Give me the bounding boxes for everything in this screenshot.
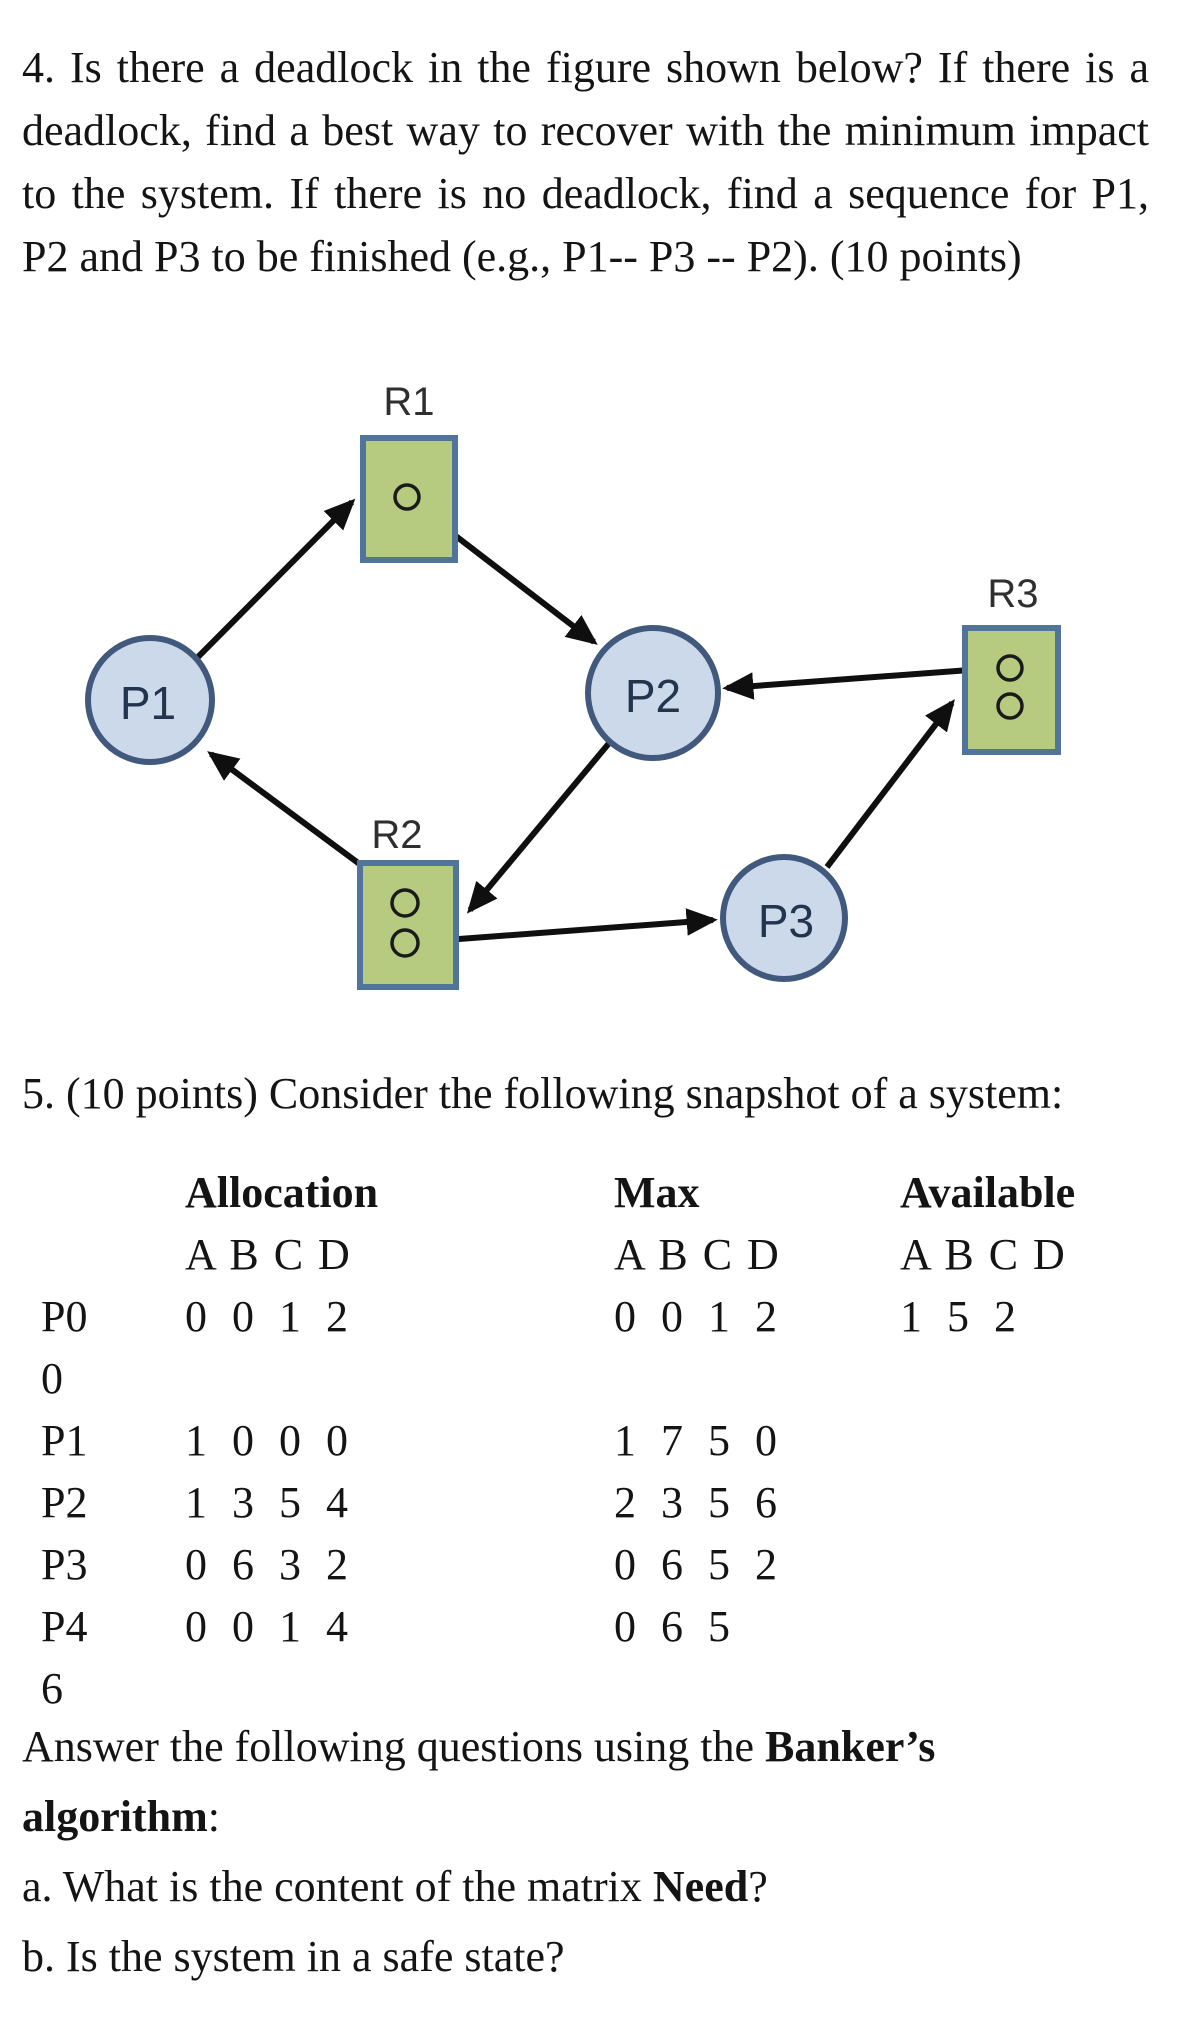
process-circle-P3 (720, 854, 848, 982)
col-header-allocation: Allocation (185, 1168, 379, 1217)
table-row: P3 0 6 3 2 0 6 5 2 (22, 1534, 1075, 1596)
resource-node-R3: R3 (962, 572, 1061, 755)
available-cell (900, 1348, 1075, 1410)
resource-node-R1: R1 (360, 380, 458, 563)
question-a-text: a. What is the content of the matrix (22, 1862, 653, 1911)
resource-label-R1: R1 (383, 380, 434, 424)
resource-box-R3 (962, 625, 1061, 755)
edge-request-P3-R3 (824, 699, 955, 869)
allocation-cell: 0 0 1 2 (185, 1292, 348, 1341)
row-label: 0 (41, 1354, 63, 1403)
max-cell (614, 1658, 900, 1720)
table-header-row: Allocation Max Available (22, 1162, 1075, 1224)
resource-box-R2 (357, 860, 459, 990)
allocation-cell: 0 0 1 4 (185, 1602, 348, 1651)
allocation-cell: 1 3 5 4 (185, 1478, 348, 1527)
allocation-cell (185, 1658, 614, 1720)
table-row: P0 0 0 1 2 0 0 1 2 1 5 2 (22, 1286, 1075, 1348)
resource-instance-icon (390, 888, 420, 918)
resource-instance-icon (996, 692, 1024, 720)
edge-request-P2-R2 (466, 740, 613, 914)
table-cell (41, 1224, 185, 1286)
available-cell (900, 1410, 1075, 1472)
banker-instruction: Answer the following questions using the… (22, 1712, 1119, 1852)
process-circle-P2 (585, 625, 721, 761)
resource-node-R2: R2 (357, 813, 459, 990)
allocation-cell: 0 6 3 2 (185, 1540, 348, 1589)
table-row: P4 0 0 1 4 0 6 5 (22, 1596, 1075, 1658)
process-circle-P1 (85, 635, 215, 765)
available-cell (900, 1596, 1075, 1658)
process-node-P3: P3 (720, 854, 848, 982)
max-cell (614, 1348, 900, 1410)
max-cell: 2 3 5 6 (614, 1478, 777, 1527)
resource-allocation-graph: R1 R2 R3 P1 P2 P3 (85, 380, 1061, 990)
resource-instance-icon (996, 654, 1024, 682)
table-subheader-row: A B C D A B C D A B C D (22, 1224, 1075, 1286)
bankers-algorithm-bold: Banker’s algorithm (22, 1722, 936, 1841)
table-row: P2 1 3 5 4 2 3 5 6 (22, 1472, 1075, 1534)
available-cell: 1 5 2 (900, 1292, 1016, 1341)
snapshot-table: Allocation Max Available A B C D A B C D… (22, 1162, 1075, 1720)
table-row: 6 (22, 1658, 1075, 1720)
available-cell (900, 1534, 1075, 1596)
col-header-available: Available (900, 1168, 1076, 1217)
resource-instance-icon (393, 483, 421, 511)
edge-assign-R2-P3 (418, 908, 718, 945)
table-row: P1 1 0 0 0 1 7 5 0 (22, 1410, 1075, 1472)
bottom-questions: Answer the following questions using the… (22, 1712, 1119, 1992)
row-label: P4 (41, 1602, 88, 1651)
row-label: P3 (41, 1540, 88, 1589)
resource-label-R3: R3 (987, 572, 1038, 616)
row-label: P1 (41, 1416, 88, 1465)
row-label: P2 (41, 1478, 88, 1527)
max-cell: 0 6 5 (614, 1602, 730, 1651)
row-label: 6 (41, 1664, 63, 1713)
allocation-cell: 1 0 0 0 (185, 1416, 348, 1465)
question4-text: 4. Is there a deadlock in the figure sho… (22, 43, 1149, 281)
process-label-P3: P3 (758, 895, 814, 947)
resource-label-R2: R2 (371, 813, 422, 857)
max-cell: 0 6 5 2 (614, 1540, 777, 1589)
resource-instance-icon (390, 928, 420, 958)
row-label: P0 (41, 1292, 88, 1341)
abcd-header: A B C D (614, 1230, 779, 1279)
question-b: b. Is the system in a safe state? (22, 1932, 565, 1981)
edge-assign-R3-P2 (722, 665, 998, 700)
abcd-header: A B C D (900, 1230, 1065, 1279)
table-cell (41, 1162, 185, 1224)
question5-title: 5. (10 points) Consider the following sn… (22, 1069, 1064, 1118)
table-row: 0 (22, 1348, 1075, 1410)
process-label-P2: P2 (625, 670, 681, 722)
max-cell: 1 7 5 0 (614, 1416, 777, 1465)
abcd-header: A B C D (185, 1230, 350, 1279)
need-bold: Need (652, 1862, 749, 1911)
instruction-colon: : (207, 1792, 220, 1841)
col-header-max: Max (614, 1168, 700, 1217)
instruction-text: Answer the following questions using the (22, 1722, 766, 1771)
resource-box-R1 (360, 435, 458, 563)
question-a-mark: ? (748, 1862, 768, 1911)
allocation-cell (185, 1348, 614, 1410)
process-label-P1: P1 (120, 677, 176, 729)
max-cell: 0 0 1 2 (614, 1292, 777, 1341)
available-cell (900, 1658, 1075, 1720)
process-node-P2: P2 (585, 625, 721, 761)
process-node-P1: P1 (85, 635, 215, 765)
available-cell (900, 1472, 1075, 1534)
edge-request-P1-R1 (194, 498, 356, 661)
question-a: a. What is the content of the matrix Nee… (22, 1852, 1119, 1922)
